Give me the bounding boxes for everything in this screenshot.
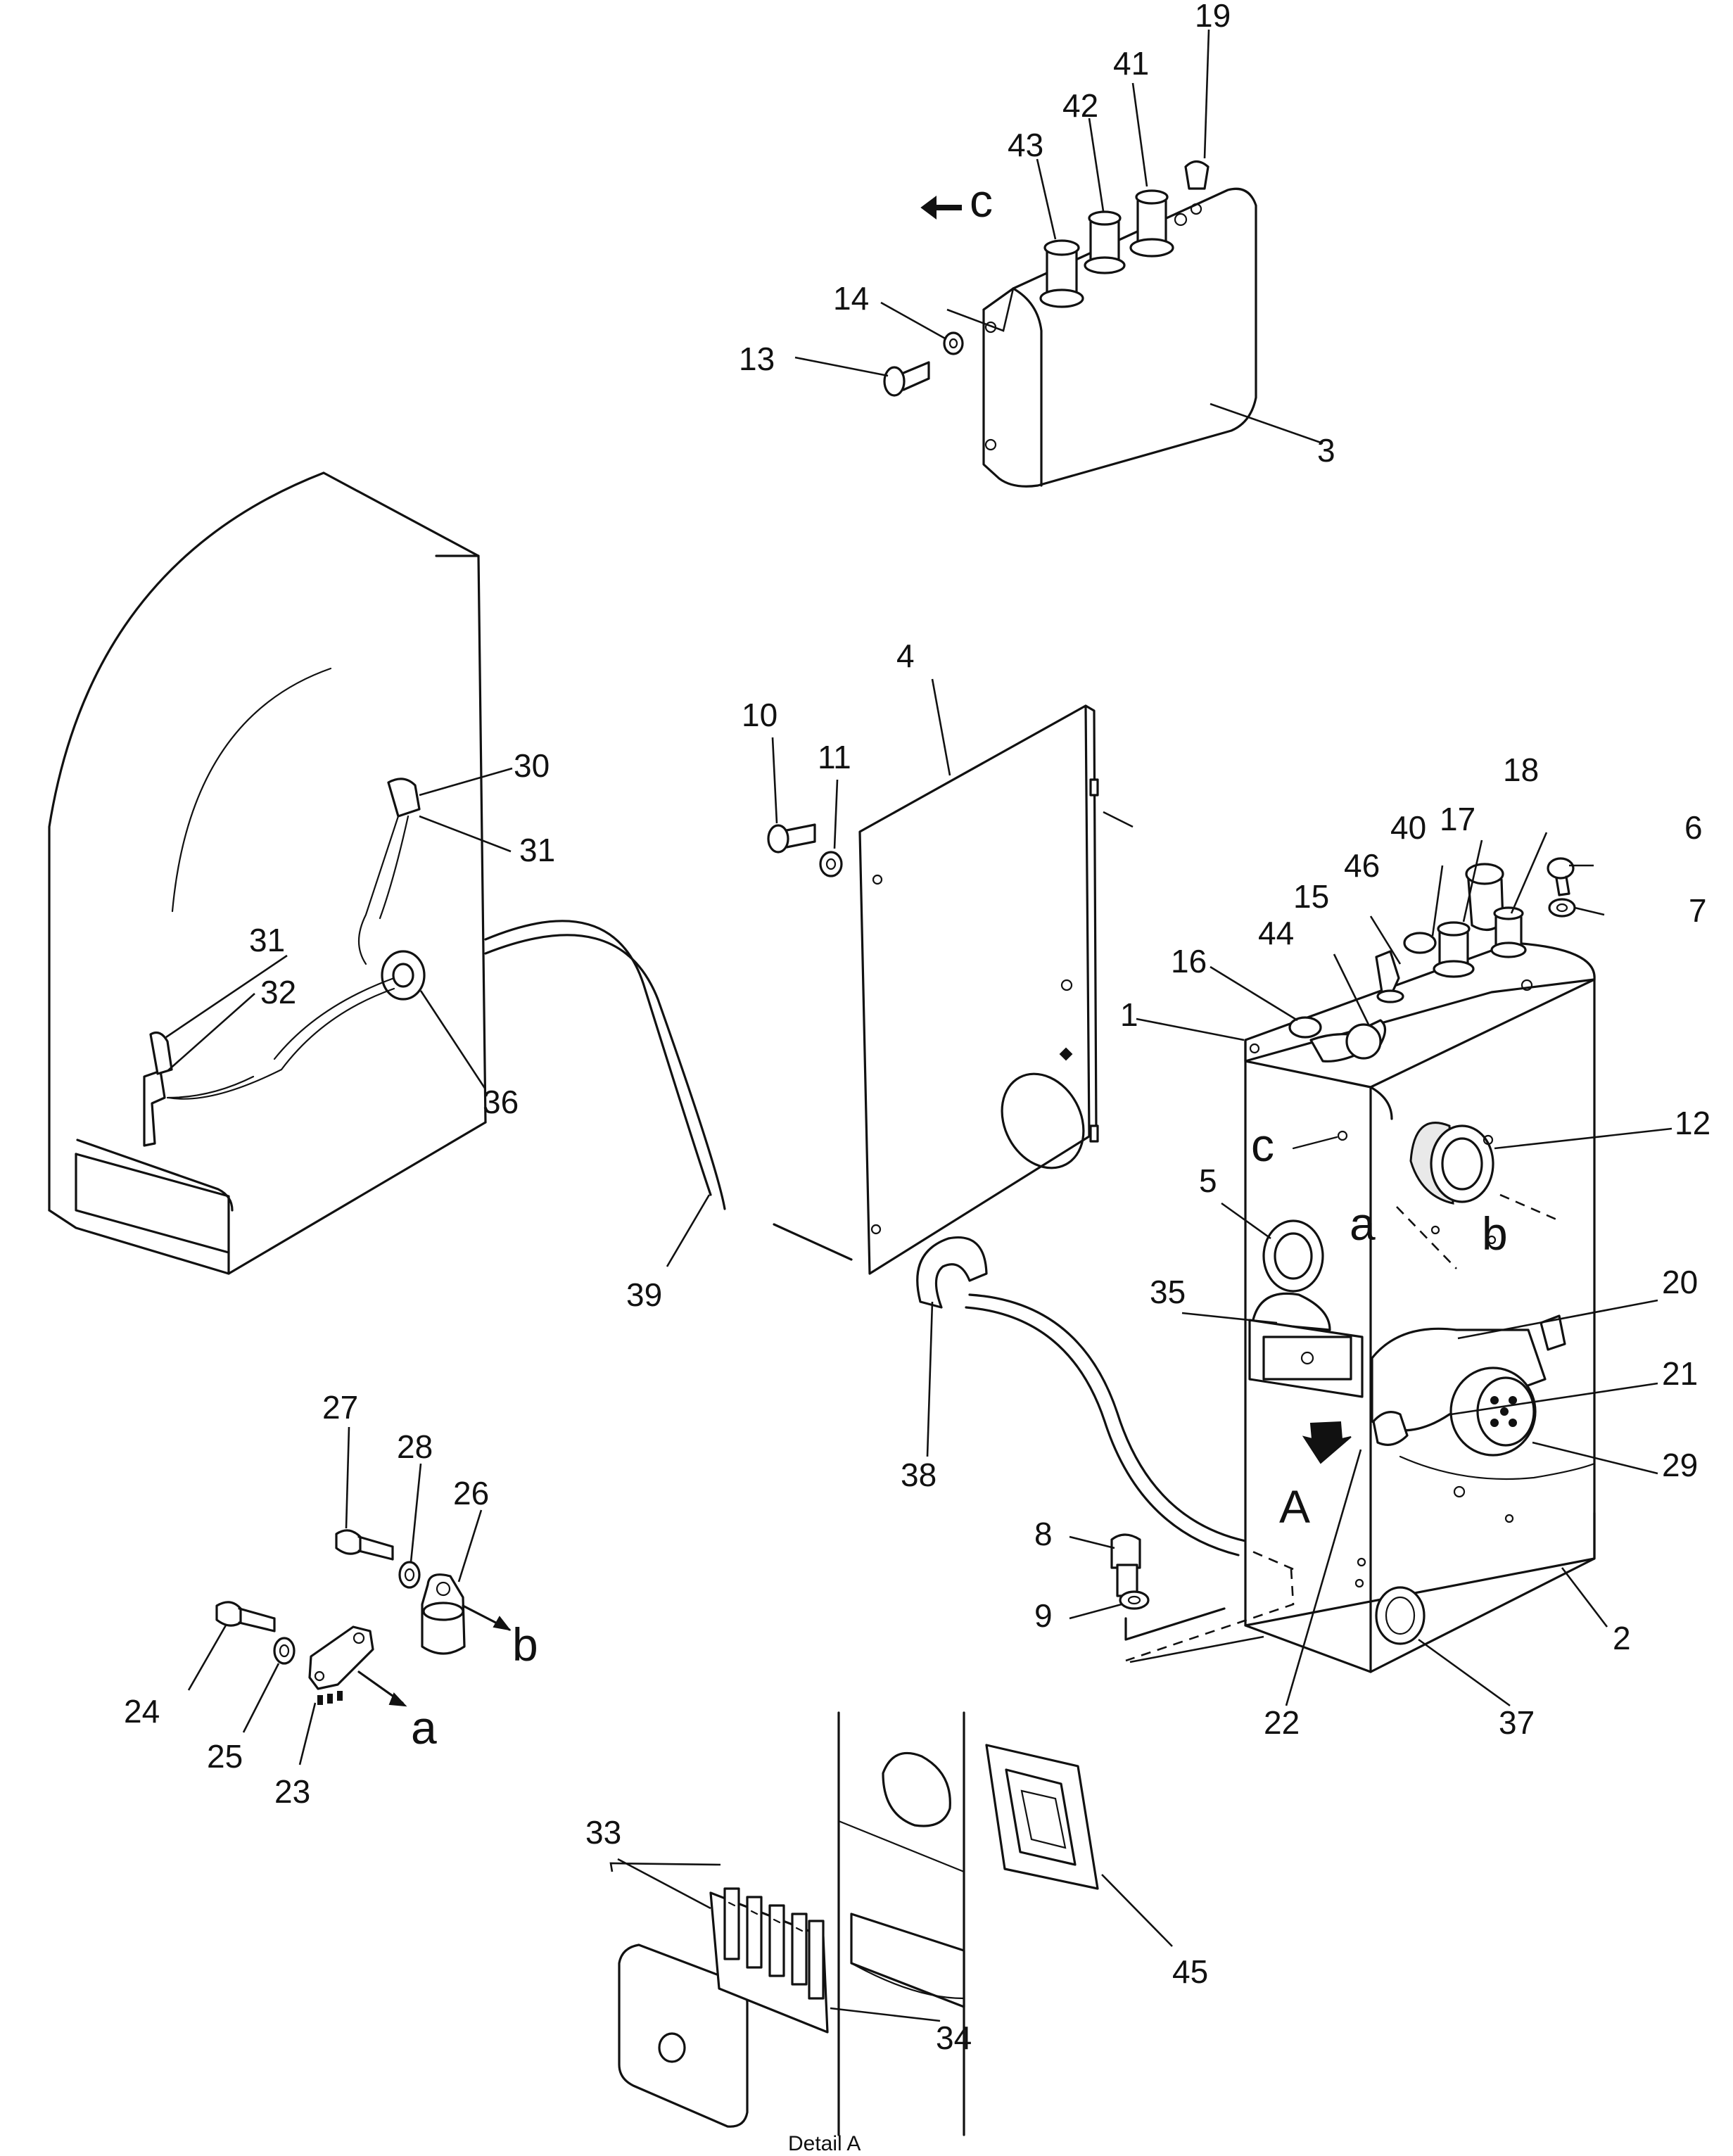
switch-parts [215, 1529, 512, 1707]
letter-a-part: a [411, 1701, 437, 1754]
label-10: 10 [742, 697, 777, 733]
label-3: 3 [1317, 432, 1335, 469]
label-37: 37 [1499, 1704, 1535, 1741]
label-20: 20 [1662, 1264, 1698, 1300]
label-35: 35 [1150, 1274, 1186, 1310]
main-box [1125, 863, 1596, 1673]
label-11: 11 [818, 739, 851, 775]
label-31-top: 31 [519, 832, 555, 868]
top-cover-assembly [883, 160, 1257, 488]
label-19: 19 [1195, 0, 1231, 34]
label-1: 1 [1120, 996, 1138, 1033]
label-28: 28 [397, 1428, 433, 1465]
letter-b-box: b [1482, 1207, 1508, 1260]
letter-c-top: c [970, 175, 993, 227]
label-40: 40 [1390, 809, 1426, 846]
label-4: 4 [896, 638, 915, 674]
leader-lines [165, 29, 1672, 2022]
label-32: 32 [260, 974, 296, 1010]
label-6: 6 [1684, 809, 1703, 846]
label-5: 5 [1199, 1162, 1217, 1199]
letter-a-box: a [1350, 1198, 1376, 1250]
letter-c-box: c [1251, 1119, 1274, 1171]
label-36: 36 [483, 1084, 519, 1120]
detail-a-view [618, 1711, 1099, 2136]
part-labels: 19 41 42 43 14 13 3 4 10 11 30 31 31 32 … [124, 0, 1710, 2056]
label-44: 44 [1258, 915, 1294, 951]
label-46: 46 [1344, 847, 1380, 884]
label-29: 29 [1662, 1447, 1698, 1483]
label-21: 21 [1662, 1355, 1698, 1392]
label-22: 22 [1264, 1704, 1300, 1741]
left-housing [48, 471, 853, 1275]
label-33: 33 [585, 1814, 621, 1851]
label-23: 23 [274, 1773, 310, 1810]
label-25: 25 [207, 1738, 243, 1775]
fuse-set [723, 1887, 825, 2000]
label-27: 27 [322, 1389, 358, 1426]
label-9: 9 [1034, 1597, 1053, 1634]
label-15: 15 [1293, 878, 1329, 915]
label-8: 8 [1034, 1516, 1053, 1552]
label-7: 7 [1689, 892, 1707, 929]
arrow-c-top [920, 196, 962, 220]
label-2: 2 [1613, 1620, 1631, 1656]
label-34: 34 [936, 2019, 972, 2056]
small-fasteners [1110, 857, 1576, 1641]
label-18: 18 [1503, 752, 1539, 788]
panel-plate [767, 704, 1247, 1556]
pointer-c-box [1292, 1136, 1338, 1150]
label-30: 30 [514, 747, 550, 784]
label-16: 16 [1171, 943, 1207, 979]
label-38: 38 [901, 1457, 937, 1493]
letter-b-part: b [512, 1618, 538, 1670]
label-43: 43 [1008, 127, 1043, 163]
label-26: 26 [453, 1475, 489, 1511]
label-24: 24 [124, 1693, 160, 1730]
reference-letters: c c a b b a A [411, 175, 1508, 1754]
label-12: 12 [1675, 1105, 1710, 1141]
label-31-bottom: 31 [249, 922, 285, 958]
label-39: 39 [626, 1276, 662, 1313]
label-42: 42 [1062, 87, 1098, 124]
label-45: 45 [1172, 1953, 1208, 1990]
letter-view-a: A [1279, 1480, 1310, 1533]
label-17: 17 [1440, 801, 1475, 837]
detail-a-caption: Detail A [788, 2132, 861, 2155]
label-41: 41 [1113, 45, 1149, 82]
label-14: 14 [833, 280, 869, 317]
label-13: 13 [739, 341, 775, 377]
